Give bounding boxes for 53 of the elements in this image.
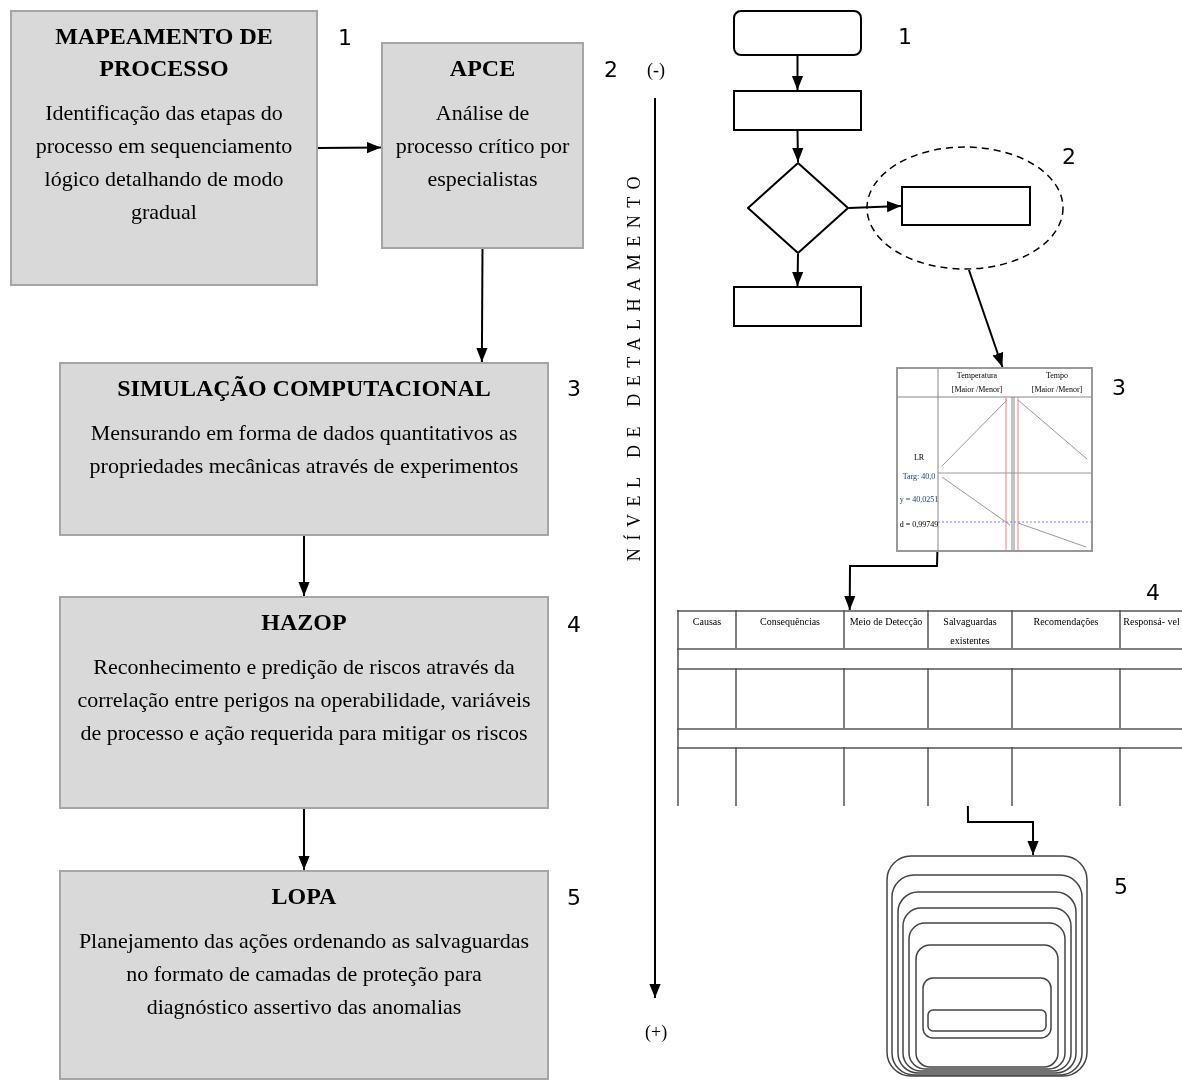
step-number: 2: [604, 56, 618, 84]
arrow: [966, 805, 1039, 856]
step-description: Mensurando em forma de dados quantitativos as propriedades mecânicas através de experimentos: [88, 419, 520, 480]
step-number: 3: [567, 375, 581, 403]
arrow: [476, 248, 488, 363]
arrow: [844, 551, 939, 611]
chart-text: Temperatura: [955, 371, 999, 381]
step-description: Identificação das etapas do processo em sequenciamento lógico detalhando de modo gradual: [34, 99, 294, 226]
axis-label: NÍVEL DE DETALHAMENTO: [623, 167, 645, 564]
step-number: 1: [338, 24, 352, 52]
arrow: [317, 142, 382, 154]
step-number: 2: [1062, 143, 1076, 171]
chart-text: d = 0,99749: [898, 520, 940, 530]
step-title: APCE: [449, 54, 516, 83]
step-number: 4: [567, 611, 581, 639]
column-header: Responsá- vel: [1122, 615, 1181, 629]
column-header: Causas: [691, 615, 723, 629]
step-number: 3: [1112, 374, 1126, 402]
process-step-box: [59, 596, 549, 809]
step-title: MAPEAMENTO DE PROCESSO: [54, 22, 274, 83]
process-step-box: [10, 10, 318, 286]
step-title: HAZOP: [261, 608, 347, 637]
column-header: Consequências: [759, 615, 821, 629]
chart-text: [Maior /Menor]: [1030, 385, 1084, 395]
step-number: 1: [898, 23, 912, 51]
column-header: Salvaguardas existentes: [942, 615, 998, 648]
arrow: [791, 55, 804, 91]
arrow: [298, 808, 310, 871]
arrow: [298, 535, 310, 597]
chart-text: Tempo: [1044, 371, 1070, 381]
step-description: Análise de processo crítico por especialistas: [395, 99, 570, 193]
step-title: LOPA: [271, 882, 337, 911]
arrow: [967, 269, 1004, 368]
step-description: Planejamento das ações ordenando as salvaguardas no formato de camadas de proteção para diagnóstico assertivo das anomalias: [77, 927, 531, 1021]
process-step-box: [59, 870, 549, 1080]
step-number: 4: [1146, 579, 1160, 607]
step-number: 5: [1114, 873, 1128, 901]
scale-end-label: (-): [647, 59, 665, 82]
arrow: [792, 130, 804, 163]
chart-text: [Maior /Menor]: [950, 385, 1004, 395]
process-step-box: [381, 42, 584, 249]
chart-text: Targ: 40,0: [901, 472, 937, 482]
step-number: 5: [567, 884, 581, 912]
process-step-box: [59, 362, 549, 536]
chart-text: y = 40,0251: [898, 495, 940, 505]
scale-end-label: (+): [645, 1021, 668, 1044]
step-title: SIMULAÇÃO COMPUTACIONAL: [117, 374, 491, 403]
chart-text: LR: [912, 453, 926, 463]
column-header: Recomendações: [1032, 615, 1100, 629]
arrow: [792, 253, 804, 287]
column-header: Meio de Detecção: [848, 615, 924, 629]
step-description: Reconhecimento e predição de riscos através da correlação entre perigos na operabilidade, variáveis de processo e ação requerida para mitigar os riscos: [76, 653, 532, 747]
hazop-table: [677, 610, 1182, 806]
